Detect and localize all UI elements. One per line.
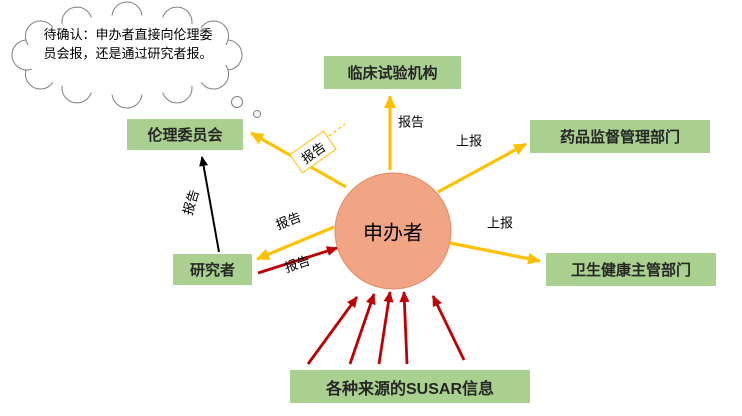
center-node-sponsor-circle — [334, 172, 452, 290]
arrow-susar-source-4 — [399, 291, 410, 365]
arrow-sponsor-to-drug-regulator — [437, 142, 527, 194]
label-leader-dashed — [328, 123, 346, 137]
arrow-investigator-to-ethics — [199, 156, 220, 253]
thought-bubble-cloud — [11, 1, 261, 118]
arrow-sponsor-to-investigator — [256, 225, 335, 261]
node-susar-sources: 各种来源的SUSAR信息 — [290, 370, 530, 403]
node-health-authority: 卫生健康主管部门 — [546, 253, 716, 286]
edge-label-sponsor-to-health-authority: 上报 — [486, 215, 514, 231]
node-drug-regulatory-department: 药品监督管理部门 — [530, 120, 710, 153]
thought-bubble-text: 待确认：申办者直接向伦理委员会报，还是通过研究者报。 — [43, 27, 213, 61]
node-ethics-committee: 伦理委员会 — [127, 119, 243, 150]
arrow-susar-source-2 — [348, 293, 376, 365]
arrow-investigator-to-sponsor — [257, 246, 338, 275]
edge-label-sponsor-to-institution: 报告 — [397, 114, 425, 130]
node-clinical-trial-institution: 临床试验机构 — [324, 56, 461, 89]
edge-label-sponsor-to-drug-regulator: 上报 — [455, 133, 483, 149]
node-investigator: 研究者 — [173, 254, 252, 285]
arrow-sponsor-to-health-authority — [449, 241, 541, 265]
arrow-susar-source-3 — [377, 291, 394, 365]
arrow-susar-source-1 — [306, 296, 359, 365]
arrow-susar-source-5 — [431, 295, 466, 361]
thought-bubble-tail-dot — [253, 110, 261, 118]
center-node-sponsor-label: 申办者 — [363, 222, 423, 245]
thought-bubble-tail-dot — [231, 96, 243, 108]
